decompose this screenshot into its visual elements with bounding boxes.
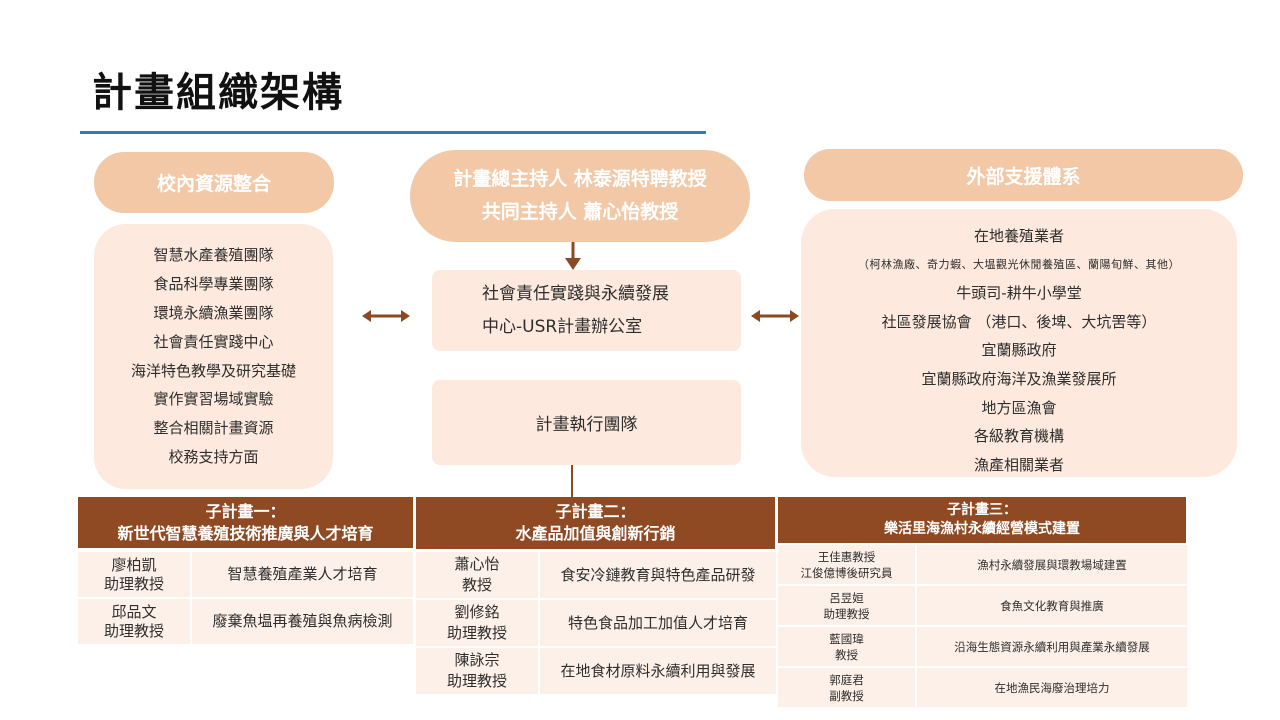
list-item: 宜蘭縣政府海洋及漁業發展所 bbox=[921, 369, 1117, 388]
double-arrow-icon bbox=[751, 310, 799, 322]
down-arrow-icon bbox=[565, 242, 581, 270]
member-title: 助理教授 bbox=[823, 606, 870, 621]
table-row: 劉修銘助理教授 特色食品加工加值人才培育 bbox=[414, 598, 778, 648]
subproject-3-header: 子計畫三： 樂活里海漁村永續經營模式建置 bbox=[778, 497, 1186, 543]
topic-cell: 食魚文化教育與推廣 bbox=[915, 584, 1189, 627]
member-name: 郭庭君 bbox=[829, 672, 864, 687]
table-row: 郭庭君副教授 在地漁民海廢治理培力 bbox=[776, 666, 1189, 709]
member-cell: 藍國瑋教授 bbox=[776, 625, 917, 668]
table-row: 陳詠宗助理教授 在地食材原料永續利用與發展 bbox=[414, 646, 778, 696]
list-item: 食品科學專業團隊 bbox=[153, 275, 274, 294]
subproject-3-table: 王佳惠教授江俊億博後研究員 漁村永續發展與環教場域建置 呂昱姮助理教授 食魚文化… bbox=[776, 543, 1189, 709]
subproject-label: 子計畫一： bbox=[205, 501, 286, 521]
table-row: 王佳惠教授江俊億博後研究員 漁村永續發展與環教場域建置 bbox=[776, 543, 1189, 586]
member-cell: 蕭心怡教授 bbox=[414, 550, 540, 600]
member-cell: 廖柏凱助理教授 bbox=[76, 550, 192, 599]
list-item: 海洋特色教學及研究基礎 bbox=[130, 361, 296, 380]
member-cell: 邱品文助理教授 bbox=[76, 597, 192, 646]
subproject-1-header: 子計畫一： 新世代智慧養殖技術推廣與人才培育 bbox=[78, 497, 413, 548]
usr-office-node: 社會責任實踐與永續發展 中心-USR計畫辦公室 bbox=[432, 270, 741, 351]
member-title: 教授 bbox=[835, 647, 858, 662]
member-name: 陳詠宗 bbox=[454, 651, 500, 669]
table-row: 呂昱姮助理教授 食魚文化教育與推廣 bbox=[776, 584, 1189, 627]
subproject-2-table: 蕭心怡教授 食安冷鏈教育與特色產品研發 劉修銘助理教授 特色食品加工加值人才培育… bbox=[414, 550, 778, 696]
member-cell: 呂昱姮助理教授 bbox=[776, 584, 917, 627]
subproject-title: 樂活里海漁村永續經營模式建置 bbox=[884, 521, 1080, 537]
connector-line bbox=[571, 465, 573, 497]
table-row: 邱品文助理教授 廢棄魚塭再養殖與魚病檢測 bbox=[76, 597, 415, 646]
topic-cell: 沿海生態資源永續利用與產業永續發展 bbox=[915, 625, 1189, 668]
table-row: 廖柏凱助理教授 智慧養殖產業人才培育 bbox=[76, 550, 415, 599]
table-row: 蕭心怡教授 食安冷鏈教育與特色產品研發 bbox=[414, 550, 778, 600]
member-name: 劉修銘 bbox=[454, 603, 500, 621]
topic-cell: 在地食材原料永續利用與發展 bbox=[538, 646, 778, 696]
list-item: 環境永續漁業團隊 bbox=[153, 303, 274, 322]
list-item: 漁產相關業者 bbox=[973, 455, 1064, 474]
execution-team-node: 計畫執行團隊 bbox=[432, 380, 741, 465]
subproject-title: 水產品加值與創新行銷 bbox=[515, 524, 676, 543]
subproject-label: 子計畫三： bbox=[947, 502, 1017, 518]
list-item: 校務支持方面 bbox=[168, 447, 259, 466]
list-item: 社區發展協會 （港口、後埤、大坑罟等） bbox=[881, 312, 1157, 331]
list-item: 宜蘭縣政府 bbox=[981, 341, 1057, 360]
title-underline bbox=[80, 131, 706, 134]
member-name: 邱品文 bbox=[111, 602, 157, 621]
topic-cell: 廢棄魚塭再養殖與魚病檢測 bbox=[190, 597, 415, 646]
member-title: 助理教授 bbox=[103, 621, 164, 640]
member-title: 助理教授 bbox=[446, 624, 507, 642]
topic-cell: 特色食品加工加值人才培育 bbox=[538, 598, 778, 648]
member-title: 副教授 bbox=[829, 688, 864, 703]
member-title: 教授 bbox=[461, 576, 492, 594]
member-cell: 王佳惠教授江俊億博後研究員 bbox=[776, 543, 917, 586]
topic-cell: 漁村永續發展與環教場域建置 bbox=[915, 543, 1189, 586]
subproject-title: 新世代智慧養殖技術推廣與人才培育 bbox=[117, 523, 374, 543]
table-row: 藍國瑋教授 沿海生態資源永續利用與產業永續發展 bbox=[776, 625, 1189, 668]
list-item-note: （柯林漁廠、奇力蝦、大塭觀光休閒養殖區、蘭陽旬鮮、其他） bbox=[858, 257, 1180, 271]
member-cell: 陳詠宗助理教授 bbox=[414, 646, 540, 696]
list-item: 整合相關計畫資源 bbox=[153, 419, 274, 438]
member-cell: 郭庭君副教授 bbox=[776, 666, 917, 709]
leader-line: 計畫總主持人 林泰源特聘教授 bbox=[453, 168, 707, 190]
list-item: 實作實習場域實驗 bbox=[153, 390, 274, 409]
member-name: 廖柏凱 bbox=[111, 555, 157, 574]
member-title: 助理教授 bbox=[103, 574, 164, 593]
list-item: 各級教育機構 bbox=[973, 427, 1064, 446]
subproject-2-header: 子計畫二： 水產品加值與創新行銷 bbox=[416, 497, 775, 549]
list-item: 地方區漁會 bbox=[981, 398, 1057, 417]
list-item: 在地養殖業者 bbox=[973, 227, 1064, 245]
double-arrow-icon bbox=[362, 310, 410, 322]
member-name: 藍國瑋 bbox=[829, 631, 864, 646]
member-title: 江俊億博後研究員 bbox=[800, 565, 893, 580]
list-item: 智慧水產養殖團隊 bbox=[153, 246, 274, 265]
subproject-1-table: 廖柏凱助理教授 智慧養殖產業人才培育 邱品文助理教授 廢棄魚塭再養殖與魚病檢測 bbox=[76, 550, 415, 646]
co-leader-line: 共同主持人 蕭心怡教授 bbox=[481, 201, 679, 223]
office-line: 社會責任實踐與永續發展 bbox=[482, 283, 669, 304]
member-name: 蕭心怡 bbox=[454, 555, 500, 573]
internal-resources-box: 智慧水產養殖團隊 食品科學專業團隊 環境永續漁業團隊 社會責任實踐中心 海洋特色… bbox=[94, 224, 333, 489]
external-support-box: 在地養殖業者 （柯林漁廠、奇力蝦、大塭觀光休閒養殖區、蘭陽旬鮮、其他） 牛頭司-… bbox=[801, 209, 1237, 477]
member-name: 呂昱姮 bbox=[829, 590, 864, 605]
page-title: 計畫組織架構 bbox=[92, 70, 344, 116]
internal-resources-header: 校內資源整合 bbox=[94, 152, 334, 213]
topic-cell: 智慧養殖產業人才培育 bbox=[190, 550, 415, 599]
list-item: 社會責任實踐中心 bbox=[153, 332, 274, 351]
topic-cell: 食安冷鏈教育與特色產品研發 bbox=[538, 550, 778, 600]
project-leader-node: 計畫總主持人 林泰源特聘教授 共同主持人 蕭心怡教授 bbox=[410, 150, 750, 242]
list-item: 牛頭司-耕牛小學堂 bbox=[956, 284, 1082, 303]
topic-cell: 在地漁民海廢治理培力 bbox=[915, 666, 1189, 709]
office-line: 中心-USR計畫辦公室 bbox=[482, 316, 643, 337]
external-support-header: 外部支援體系 bbox=[804, 149, 1243, 201]
member-title: 助理教授 bbox=[446, 672, 507, 690]
member-cell: 劉修銘助理教授 bbox=[414, 598, 540, 648]
subproject-label: 子計畫二： bbox=[555, 502, 636, 521]
member-name: 王佳惠教授 bbox=[817, 549, 876, 564]
